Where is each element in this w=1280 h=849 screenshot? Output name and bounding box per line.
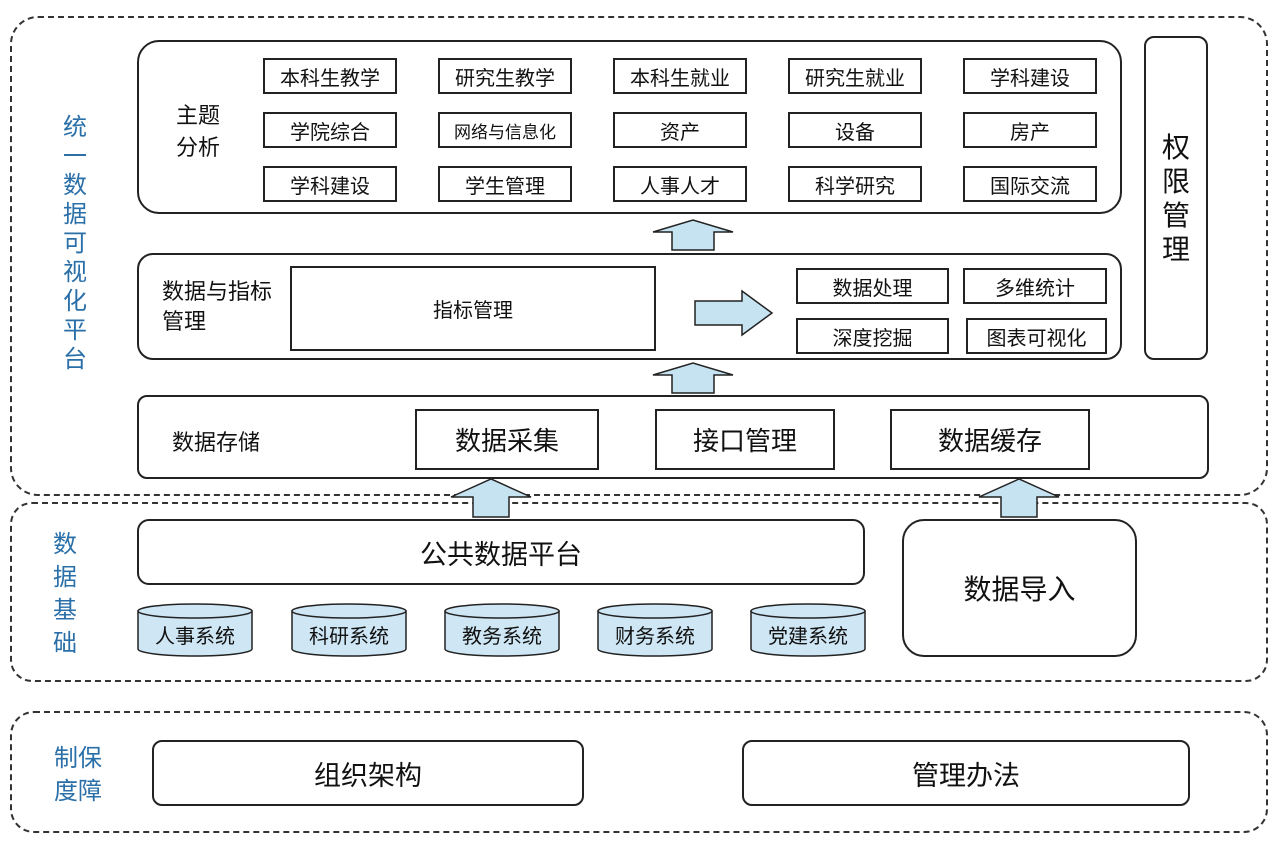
storage-label: 数据存储 bbox=[172, 431, 261, 456]
system-label: 财务系统 bbox=[615, 624, 695, 648]
topic-item: 本科生教学 bbox=[263, 58, 397, 94]
topic-item: 学院综合 bbox=[263, 112, 397, 148]
system-database: 财务系统 bbox=[597, 603, 713, 657]
storage-interface-management: 接口管理 bbox=[655, 409, 835, 470]
function-data-processing: 数据处理 bbox=[796, 268, 949, 304]
topic-item: 人事人才 bbox=[613, 166, 747, 202]
permission-panel bbox=[1144, 36, 1208, 360]
topic-item: 学科建设 bbox=[263, 166, 397, 202]
topic-item: 学生管理 bbox=[438, 166, 572, 202]
topic-item: 研究生教学 bbox=[438, 58, 572, 94]
data-import-label: 数据导入 bbox=[963, 573, 1076, 606]
up-arrow-icon bbox=[652, 219, 734, 251]
topic-item: 本科生就业 bbox=[613, 58, 747, 94]
right-arrow-icon bbox=[694, 289, 774, 337]
guarantee-organization: 组织架构 bbox=[152, 740, 584, 806]
storage-data-collection: 数据采集 bbox=[415, 409, 599, 470]
public-data-platform-label: 公共数据平台 bbox=[420, 539, 582, 571]
theme-analysis-label: 主题分析 bbox=[176, 104, 221, 161]
topic-item: 科学研究 bbox=[788, 166, 922, 202]
topic-item: 国际交流 bbox=[963, 166, 1097, 202]
database-icon bbox=[137, 603, 253, 657]
topic-item: 设备 bbox=[788, 112, 922, 148]
database-icon bbox=[750, 603, 866, 657]
topic-item: 资产 bbox=[613, 112, 747, 148]
function-multidim-stats: 多维统计 bbox=[963, 268, 1107, 304]
function-chart-visualization: 图表可视化 bbox=[966, 318, 1107, 354]
system-label: 教务系统 bbox=[462, 624, 542, 648]
system-database: 科研系统 bbox=[291, 603, 407, 657]
guarantee-management-methods-label: 管理办法 bbox=[912, 760, 1020, 792]
system-label: 人事系统 bbox=[155, 624, 235, 648]
indicator-label: 数据与指标管理 bbox=[162, 280, 273, 335]
foundation-label: 数据基础 bbox=[53, 530, 77, 657]
guarantee-organization-label: 组织架构 bbox=[314, 760, 422, 792]
system-database: 人事系统 bbox=[137, 603, 253, 657]
guarantee-management-methods: 管理办法 bbox=[742, 740, 1190, 806]
platform-label: 统一数据可视化平台 bbox=[63, 113, 87, 373]
storage-data-cache: 数据缓存 bbox=[890, 409, 1090, 470]
topic-item: 学科建设 bbox=[963, 58, 1097, 94]
system-label: 党建系统 bbox=[768, 624, 848, 648]
database-icon bbox=[597, 603, 713, 657]
system-database: 党建系统 bbox=[750, 603, 866, 657]
function-deep-mining: 深度挖掘 bbox=[796, 318, 949, 354]
topic-item: 研究生就业 bbox=[788, 58, 922, 94]
indicator-management-box: 指标管理 bbox=[290, 266, 656, 351]
public-data-platform: 公共数据平台 bbox=[137, 519, 865, 585]
guarantee-label: 制保度障 bbox=[54, 744, 102, 805]
foundation-layer bbox=[10, 502, 1268, 682]
system-label: 科研系统 bbox=[309, 624, 389, 648]
guarantee-layer bbox=[10, 711, 1268, 833]
platform-layer bbox=[10, 16, 1268, 496]
up-arrow-icon bbox=[652, 362, 734, 394]
topic-item: 网络与信息化 bbox=[438, 112, 572, 148]
permission-label: 权限管理 bbox=[1161, 131, 1190, 266]
up-arrow-icon bbox=[450, 478, 532, 518]
database-icon bbox=[444, 603, 560, 657]
database-icon bbox=[291, 603, 407, 657]
data-import-panel: 数据导入 bbox=[902, 519, 1137, 657]
system-database: 教务系统 bbox=[444, 603, 560, 657]
topic-item: 房产 bbox=[963, 112, 1097, 148]
up-arrow-icon bbox=[978, 478, 1060, 518]
